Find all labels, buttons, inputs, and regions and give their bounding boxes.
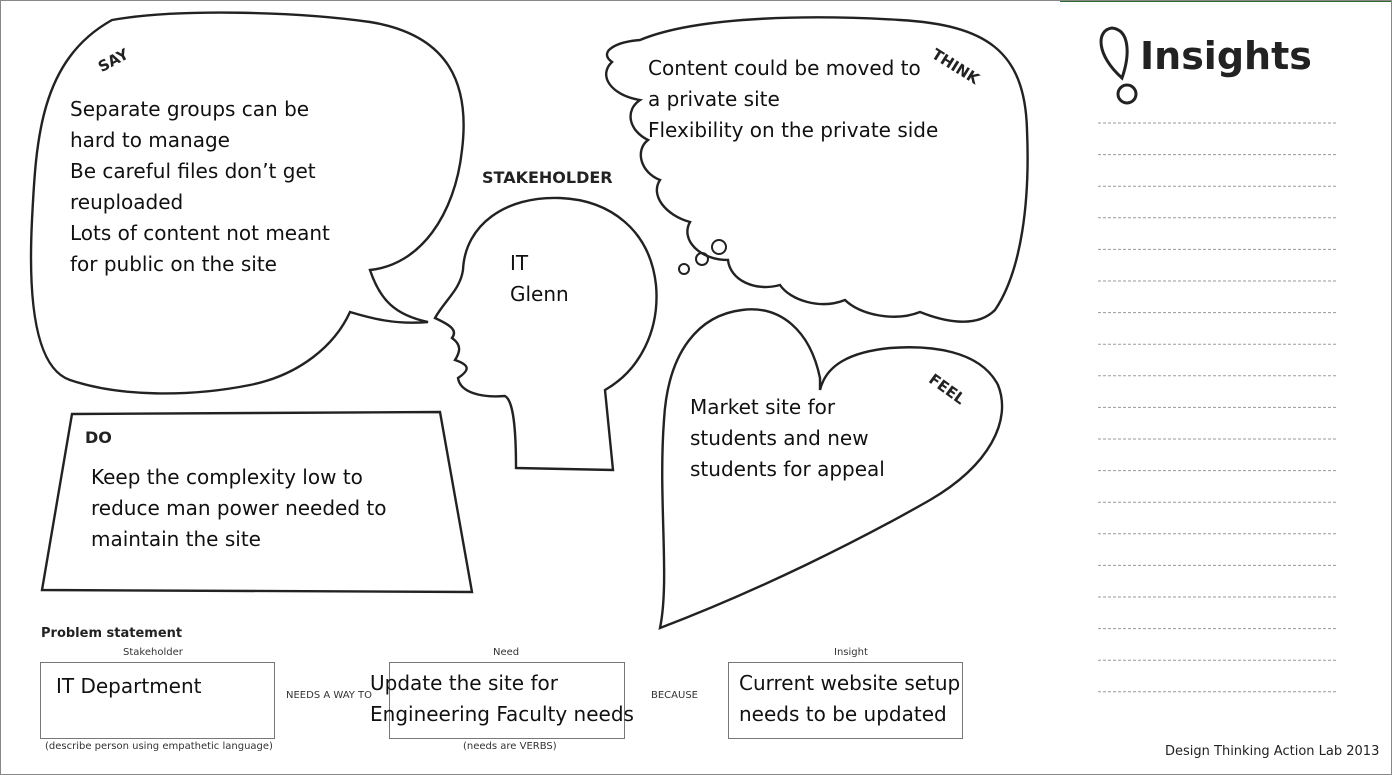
think-text: Content could be moved to a private site… xyxy=(648,56,939,142)
think-bubble-outline xyxy=(605,16,1029,323)
connector-needs-a-way-to: NEEDS A WAY TO xyxy=(286,690,373,701)
stakeholder-text: IT Glenn xyxy=(510,251,569,306)
feel-heart-outline xyxy=(658,308,1004,630)
say-text: Separate groups can be hard to manage Be… xyxy=(70,97,330,276)
stakeholder-header: Stakeholder xyxy=(123,647,183,658)
need-header: Need xyxy=(493,647,520,658)
footer-credit: Design Thinking Action Lab 2013 xyxy=(1165,744,1380,759)
thought-dot-3 xyxy=(711,239,727,255)
top-accent-bar xyxy=(1060,0,1392,2)
stakeholder-input-box[interactable] xyxy=(40,662,275,739)
insights-title: Insights xyxy=(1140,34,1312,78)
insight-input-box[interactable] xyxy=(728,662,963,739)
insight-header: Insight xyxy=(834,647,868,658)
do-text: Keep the complexity low to reduce man po… xyxy=(91,465,387,551)
say-bubble-outline xyxy=(29,11,465,395)
problem-statement-title: Problem statement xyxy=(41,626,183,641)
insight-lines xyxy=(1098,122,1338,693)
need-input-box[interactable] xyxy=(389,662,625,739)
stakeholder-label: STAKEHOLDER xyxy=(482,168,613,187)
do-label: DO xyxy=(85,428,112,447)
need-value: Update the site for Engineering Faculty … xyxy=(370,671,634,726)
insight-value: Current website setup needs to be update… xyxy=(739,671,961,726)
connector-because: BECAUSE xyxy=(651,690,698,701)
exclamation-icon xyxy=(1099,26,1129,81)
need-caption: (needs are VERBS) xyxy=(463,741,557,752)
thought-dot-2 xyxy=(695,252,709,266)
stakeholder-caption: (describe person using empathetic langua… xyxy=(45,741,273,752)
exclamation-dot xyxy=(1116,83,1138,105)
stakeholder-value: IT Department xyxy=(56,674,202,698)
stakeholder-head-outline xyxy=(433,196,658,472)
feel-text: Market site for students and new student… xyxy=(690,395,885,481)
thought-dot-1 xyxy=(678,263,690,275)
do-box-outline xyxy=(40,410,474,594)
